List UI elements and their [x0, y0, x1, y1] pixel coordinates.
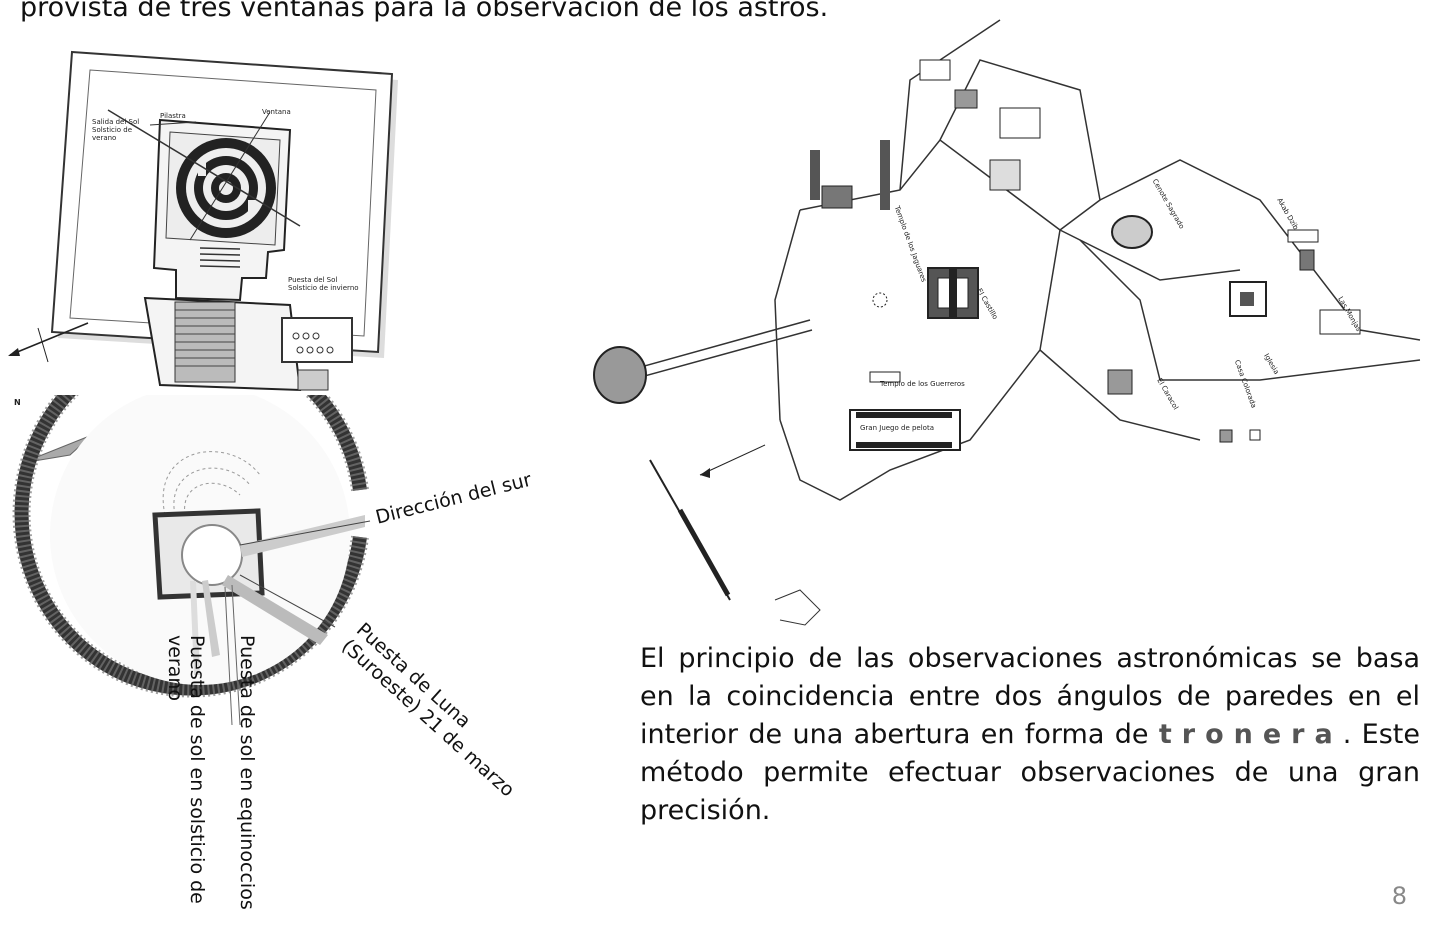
observatory-plan-figure: Salida del Sol Solsticio de verano Pilas…: [0, 40, 410, 407]
label-solstice-sunset: Puesta de sol en solsticio de verano: [164, 635, 208, 904]
map-label-ballcourt: Gran Juego de pelota: [860, 424, 934, 432]
label-pillar: Pilastra: [160, 112, 186, 120]
north-label: N: [14, 398, 21, 407]
paragraph-text-before: El principio de las observaciones astron…: [640, 643, 1420, 750]
label-equinox-sunset: Puesta de sol en equinoccios: [236, 635, 258, 910]
paragraph-emphasis: tronera: [1158, 719, 1343, 750]
body-paragraph: El principio de las observaciones astron…: [640, 640, 1420, 830]
label-summer-sunrise: Salida del Sol Solsticio de verano: [92, 118, 140, 142]
label-window: Ventana: [262, 108, 291, 116]
site-map-figure: El Castillo Templo de los Guerreros Gran…: [560, 0, 1429, 644]
site-map-drawing: [593, 19, 1421, 626]
map-label-warriors: Templo de los Guerreros: [880, 380, 965, 388]
paragraph-text-after: . Este método permite efectuar observaci…: [640, 719, 1420, 826]
label-winter-sunset: Puesta del Sol Solsticio de invierno: [288, 276, 359, 292]
observatory-circle-drawing: [12, 329, 371, 726]
observatory-circle-figure: Dirección del sur Puesta de Luna (Suroes…: [0, 329, 560, 939]
page-number: 8: [1391, 882, 1407, 910]
observatory-plan-drawing: [8, 50, 398, 392]
intro-text: provista de tres ventanas para la observ…: [20, 0, 829, 23]
